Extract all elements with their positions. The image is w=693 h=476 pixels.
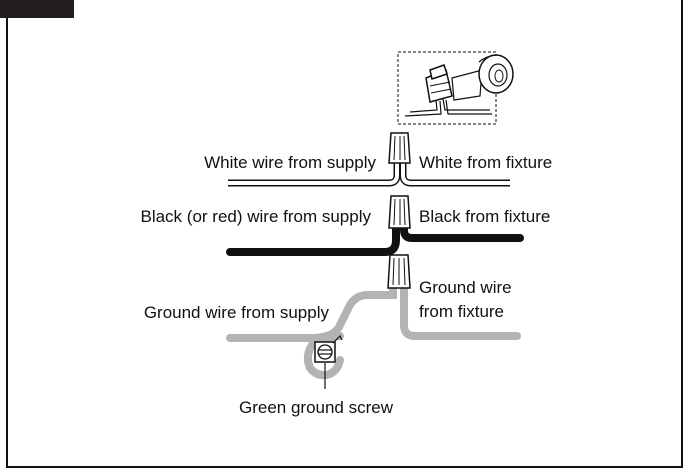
wire-nut-icon xyxy=(388,132,411,164)
header-tab xyxy=(0,0,74,18)
electrical-tape-icon xyxy=(451,54,514,101)
wire-nut-icon xyxy=(387,254,411,289)
ground-screw-icon xyxy=(314,334,343,363)
white-supply-label: White wire from supply xyxy=(204,153,376,172)
ground-fixture-label-line1: Ground wire xyxy=(419,278,512,297)
diagram-frame xyxy=(6,0,683,468)
ground-wire xyxy=(226,281,521,380)
ground-screw-label: Green ground screw xyxy=(239,398,394,417)
tape-inset xyxy=(397,51,514,125)
white-fixture-label: White from fixture xyxy=(419,153,552,172)
wire-nut-icon xyxy=(388,195,411,229)
black-wire xyxy=(226,222,524,256)
black-supply-label: Black (or red) wire from supply xyxy=(140,207,371,226)
ground-fixture-label-line2: from fixture xyxy=(419,302,504,321)
wire-nut-icon xyxy=(404,64,492,117)
white-wire xyxy=(228,160,510,187)
ground-supply-label: Ground wire from supply xyxy=(144,303,330,322)
black-fixture-label: Black from fixture xyxy=(419,207,550,226)
